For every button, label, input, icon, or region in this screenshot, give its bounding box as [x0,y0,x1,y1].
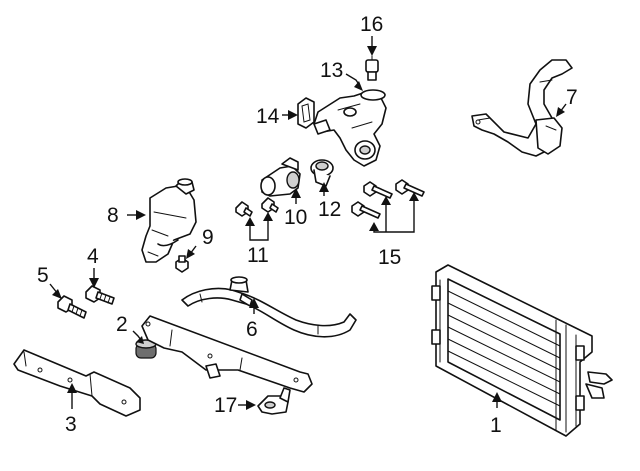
callout-7: 7 [566,86,578,109]
part-bolt-4 [85,285,115,305]
part-lower-hose [181,276,357,338]
leader-7 [556,103,567,117]
callout-17: 17 [214,394,237,417]
leader-3 [67,383,77,409]
leader-2 [132,330,144,344]
part-bolt-9 [175,255,189,273]
part-isolator [135,339,157,359]
callout-16: 16 [360,13,383,36]
callout-14: 14 [256,105,280,128]
leader-5 [49,283,62,299]
part-radiator-support [141,315,313,393]
leader-14 [282,110,298,120]
callout-3: 3 [65,413,77,436]
callout-12: 12 [318,198,341,221]
part-upper-hose [471,59,573,157]
leader-9 [186,245,197,259]
leader-16 [367,36,377,56]
callout-11: 11 [247,244,269,267]
part-bolt-5 [57,295,87,319]
part-bolts-11 [235,197,279,217]
leader-17 [238,400,256,410]
callout-8: 8 [107,204,119,227]
callout-2: 2 [116,313,128,336]
part-radiator [431,264,613,437]
part-gasket [297,97,315,129]
callout-10: 10 [284,206,307,229]
leader-4 [89,268,99,288]
leader-12 [319,182,329,196]
part-coolant-reservoir [141,178,197,263]
callout-1: 1 [490,414,502,437]
part-bracket [257,387,291,415]
callout-6: 6 [246,318,258,341]
part-thermostat-housing [313,89,387,167]
leader-15 [369,192,419,233]
leader-10 [291,188,301,204]
callout-13: 13 [320,59,343,82]
callout-5: 5 [37,264,49,287]
part-thermostat-outlet [260,157,301,197]
leader-8 [127,210,146,220]
leader-1 [492,392,502,408]
part-splash-shield [13,349,141,417]
part-bolts-15 [351,179,425,219]
leader-13 [345,73,363,91]
callout-4: 4 [87,245,99,268]
callout-15: 15 [378,246,401,269]
part-sensor [365,55,379,81]
leader-6 [249,298,259,314]
part-thermostat [310,159,334,187]
callout-9: 9 [202,226,214,249]
leader-11 [245,212,273,241]
